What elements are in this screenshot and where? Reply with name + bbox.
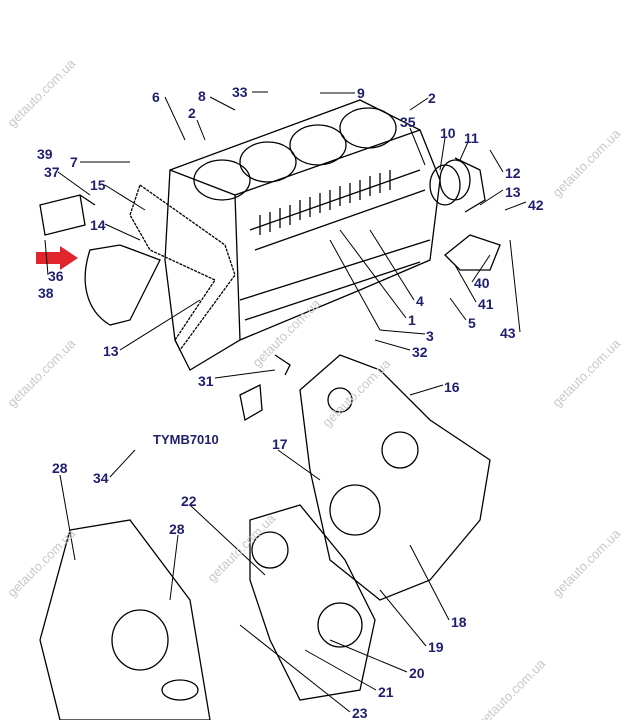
callout-21: 21 xyxy=(378,684,394,700)
callout-16: 16 xyxy=(444,379,460,395)
callout-13: 13 xyxy=(103,343,119,359)
callout-10: 10 xyxy=(440,125,456,141)
callout-9: 9 xyxy=(357,85,365,101)
callout-5: 5 xyxy=(468,315,476,331)
callout-38: 38 xyxy=(38,285,54,301)
timing-plate xyxy=(299,354,491,601)
callout-33: 33 xyxy=(232,84,248,100)
callout-43: 43 xyxy=(500,325,516,341)
callout-36: 36 xyxy=(48,268,64,284)
front-cover-gasket xyxy=(84,244,161,326)
cylinder-block xyxy=(164,99,441,371)
callout-28: 28 xyxy=(52,460,68,476)
callout-41: 41 xyxy=(478,296,494,312)
leader-lines xyxy=(44,91,527,713)
flange xyxy=(444,234,501,271)
callout-22: 22 xyxy=(181,493,197,509)
callout-8: 8 xyxy=(198,88,206,104)
callout-23: 23 xyxy=(352,705,368,720)
callout-19: 19 xyxy=(428,639,444,655)
callout-42: 42 xyxy=(528,197,544,213)
callout-2: 2 xyxy=(428,90,436,106)
callout-35: 35 xyxy=(400,114,416,130)
callout-12: 12 xyxy=(505,165,521,181)
callout-17: 17 xyxy=(272,436,288,452)
callout-6: 6 xyxy=(152,89,160,105)
callout-2: 2 xyxy=(188,105,196,121)
callout-3: 3 xyxy=(426,328,434,344)
engine-bracket xyxy=(39,194,96,236)
callout-40: 40 xyxy=(474,275,490,291)
callout-34: 34 xyxy=(93,470,109,486)
callout-7: 7 xyxy=(70,154,78,170)
red-pointer-arrow xyxy=(36,246,78,270)
front-plate-gasket xyxy=(129,183,236,352)
callout-18: 18 xyxy=(451,614,467,630)
callout-20: 20 xyxy=(409,665,425,681)
callout-4: 4 xyxy=(416,293,424,309)
callout-14: 14 xyxy=(90,217,106,233)
callout-13: 13 xyxy=(505,184,521,200)
callout-32: 32 xyxy=(412,344,428,360)
callout-11: 11 xyxy=(464,130,479,146)
callout-28: 28 xyxy=(169,521,185,537)
rear-seal xyxy=(429,157,486,213)
drawing-code: TYMB7010 xyxy=(153,432,219,447)
callout-15: 15 xyxy=(90,177,106,193)
callout-31: 31 xyxy=(198,373,214,389)
callout-37: 37 xyxy=(44,164,60,180)
timing-cover xyxy=(249,504,376,701)
callout-1: 1 xyxy=(408,312,416,328)
outer-cover xyxy=(39,519,211,720)
callout-39: 39 xyxy=(37,146,53,162)
bracket xyxy=(239,354,291,422)
